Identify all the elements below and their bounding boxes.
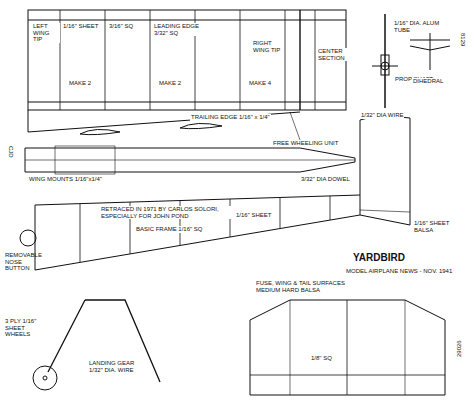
stabilizer: [250, 300, 445, 395]
plan-note: 1/16" SHEET: [235, 212, 272, 219]
plan-note: MODEL AIRPLANE NEWS - NOV. 1941: [345, 268, 453, 275]
leading-edge: [28, 20, 346, 21]
plan-note: REMOVABLE NOSE BUTTON: [4, 252, 34, 272]
wing-outline: [28, 10, 346, 110]
fin: [360, 115, 410, 225]
centre-line: [25, 160, 355, 161]
plan-note: LANDING GEAR 1/32" DIA. WIRE: [88, 360, 138, 373]
plan-note: FUSE, WING & TAIL SURFACES MEDIUM HARD B…: [255, 280, 357, 293]
plan-title: YARDBIRD: [352, 252, 406, 263]
wing-rib: [80, 129, 120, 134]
plan-note: RETRACED IN 1971 BY CARLOS SOLORI, ESPEC…: [100, 206, 252, 219]
plan-note: 1/16" DIA. ALUM TUBE: [393, 20, 445, 33]
plan-note: MAKE 4: [248, 80, 272, 87]
bearing: [381, 55, 389, 75]
leader-line: [290, 112, 300, 140]
plan-note: CENTER SECTION: [317, 48, 347, 61]
stab-rib: [290, 300, 291, 395]
plan-note: 3/16" SQ: [108, 23, 134, 30]
plan-note: WING MOUNTS 1/16"x1/4": [28, 176, 103, 183]
plan-note: 1/32" DIA WIRE: [360, 112, 404, 119]
trailing-edge-line: [28, 102, 346, 103]
wheel-hub: [43, 376, 47, 380]
dihedral-wing: [410, 46, 450, 50]
wing-ribs: [60, 10, 315, 110]
plan-note: FREE WHEELING UNIT: [272, 140, 339, 147]
prop-shaft: [372, 66, 398, 67]
plan-note: 3 PLY 1/16" SHEET WHEELS: [4, 318, 46, 338]
fuselage-top-view: [25, 148, 355, 172]
wing-mounts: [55, 146, 115, 174]
alum-tube: [384, 14, 386, 108]
plan-note: 1/8" SQ: [310, 355, 333, 362]
landing-gear: [48, 300, 160, 382]
plan-note: 8129: [459, 32, 466, 47]
plan-note: LEADING EDGE 3/32" SQ: [153, 23, 200, 36]
plan-note: 1/16" SHEET: [62, 23, 99, 30]
fuselage-side: [35, 195, 360, 270]
plan-note: 29026: [456, 339, 463, 358]
fuselage-uprights: [80, 196, 330, 262]
plan-note: 3/32" DIA DOWEL: [300, 176, 351, 183]
plan-note: MAKE 2: [158, 80, 182, 87]
wing-rib: [180, 123, 222, 128]
plan-note: RIGHT WING TIP: [252, 40, 284, 53]
plan-note: DIHEDRAL: [412, 78, 444, 85]
plan-note: CJD: [7, 145, 14, 159]
wing-dihedral-line: [28, 110, 300, 132]
stab-centre: [347, 300, 348, 395]
stab-spar: [250, 375, 445, 376]
plan-note: LEFT WING TIP: [32, 23, 60, 43]
wheel: [33, 366, 57, 390]
plan-note: TRAILING EDGE 1/16" x 1/4": [190, 114, 271, 121]
plan-note: BASIC FRAME 1/16" SQ: [135, 226, 203, 233]
nose-button: [20, 230, 36, 246]
stab-side: [360, 210, 410, 212]
plan-note: MAKE 2: [68, 80, 92, 87]
dihedral-stick: [430, 28, 431, 70]
plan-note: 1/16" SHEET BALSA: [413, 220, 453, 233]
stab-rib: [405, 300, 406, 395]
